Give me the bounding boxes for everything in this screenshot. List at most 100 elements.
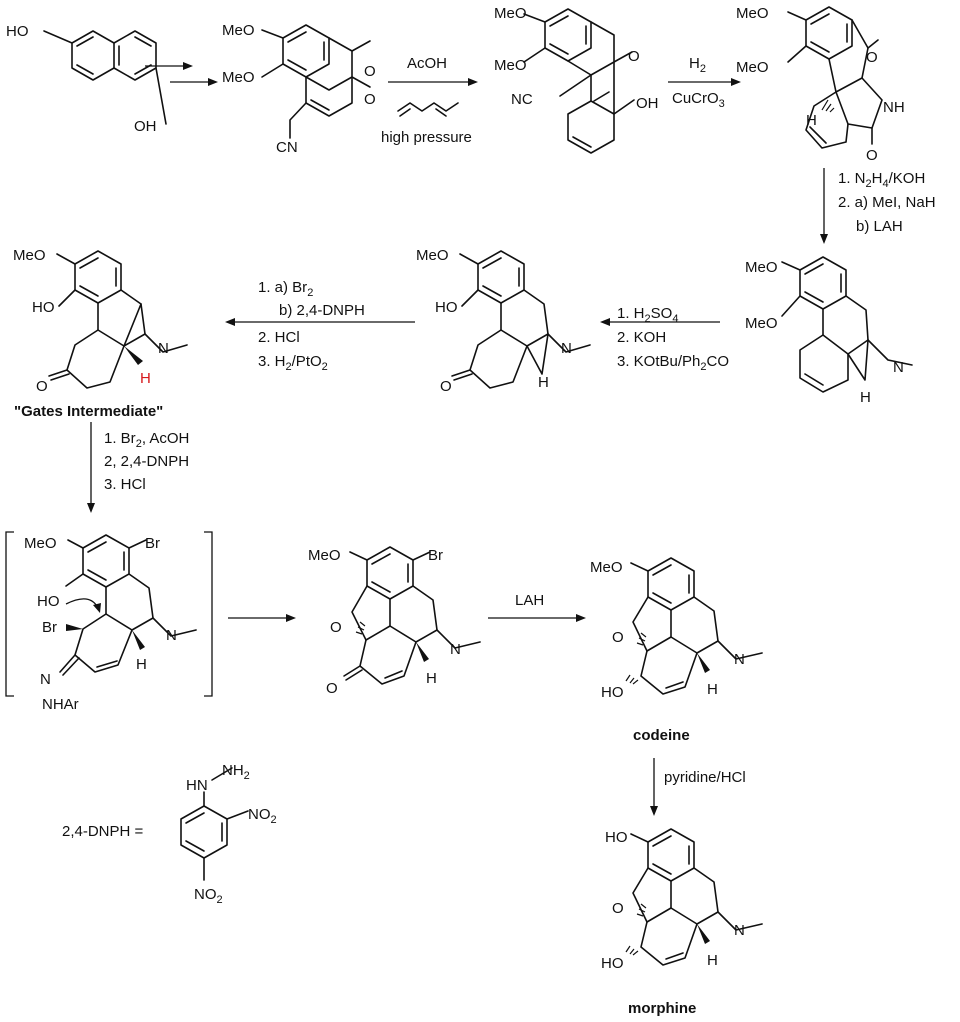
condition-hcl: 2. HCl (258, 329, 300, 346)
structure-orthoquinone: MeO MeO O O CN (222, 22, 376, 156)
text-meo: MeO (222, 22, 255, 39)
text-nh: NH (883, 99, 905, 116)
text-br: Br (145, 535, 160, 552)
text-ho: HO (435, 299, 458, 316)
condition-high-pressure: high pressure (381, 129, 472, 146)
text-ho: HO (601, 955, 624, 972)
text-n: N (734, 922, 745, 939)
condition-hcl: 3. HCl (104, 476, 146, 493)
text-n: N (561, 340, 572, 357)
text-meo: MeO (308, 547, 341, 564)
text-meo: MeO (736, 59, 769, 76)
structure-diels-alder-adduct: MeO MeO NC O OH (494, 5, 659, 154)
text-o: O (36, 378, 48, 395)
condition-br2-acoh: 1. Br2, AcOH (104, 430, 189, 450)
text-br: Br (428, 547, 443, 564)
curved-arrow (65, 598, 99, 609)
condition-dnph: 2, 2,4-DNPH (104, 453, 189, 470)
text-o: O (326, 680, 338, 697)
text-n: N (166, 627, 177, 644)
label-morphine: morphine (628, 1000, 696, 1017)
text-ho: HO (6, 23, 29, 40)
arrow-1 (145, 62, 218, 86)
condition-hydrazine: 1. N2H4/KOH (838, 170, 925, 190)
text-o: O (330, 619, 342, 636)
text-o: O (364, 63, 376, 80)
text-o: O (440, 378, 452, 395)
text-meo: MeO (745, 315, 778, 332)
text-cn: CN (276, 139, 298, 156)
structure-phenolic-ketone: MeO HO N O H (416, 247, 591, 395)
condition-lah: LAH (515, 592, 544, 609)
arrow-10: pyridine/HCl (650, 758, 746, 816)
label-gates-intermediate: "Gates Intermediate" (14, 403, 163, 420)
text-oh: OH (636, 95, 659, 112)
text-dnph-label: 2,4-DNPH = (62, 823, 144, 840)
text-n: N (158, 340, 169, 357)
text-n: N (40, 671, 51, 688)
butadiene-drawing (397, 102, 459, 112)
structure-gates-intermediate: MeO HO N O H "Gates Intermediate" (13, 247, 188, 420)
arrow-3: H2 CuCrO3 (668, 55, 741, 110)
text-hn: HN (186, 777, 208, 794)
text-h: H (806, 112, 817, 129)
arrow-9: LAH (488, 592, 586, 622)
structure-codeine: MeO O N HO H codeine (590, 557, 763, 744)
text-no2: NO2 (194, 886, 223, 906)
text-h: H (707, 952, 718, 969)
text-h: H (136, 656, 147, 673)
condition-cucro3: CuCrO3 (672, 90, 725, 110)
text-no2: NO2 (248, 806, 277, 826)
structure-dibromo-hydrazone: MeO Br HO Br N H N NHAr (24, 534, 197, 713)
text-o: O (866, 147, 878, 164)
text-ho: HO (605, 829, 628, 846)
text-o: O (364, 91, 376, 108)
condition-br2: 1. a) Br2 (258, 279, 313, 299)
arrow-2: AcOH high pressure (381, 55, 478, 146)
condition-pyridine-hcl: pyridine/HCl (664, 769, 746, 786)
structure-dihydroxynaphthalene: HO OH (6, 23, 167, 135)
condition-mei-nah: 2. a) MeI, NaH (838, 194, 936, 211)
text-meo: MeO (222, 69, 255, 86)
condition-h2-pto2: 3. H2/PtO2 (258, 353, 328, 373)
text-ho: HO (601, 684, 624, 701)
text-h: H (426, 670, 437, 687)
text-h: H (538, 374, 549, 391)
structure-morphine: HO O N HO H morphine (601, 828, 763, 1017)
structure-dnph: 2,4-DNPH = HN NH2 NO2 NO2 (62, 762, 277, 906)
text-meo: MeO (494, 5, 527, 22)
label-codeine: codeine (633, 727, 690, 744)
text-meo: MeO (736, 5, 769, 22)
text-ho: HO (32, 299, 55, 316)
text-meo: MeO (13, 247, 46, 264)
structure-imide: MeO MeO O NH H O (736, 5, 905, 164)
structure-morphinan-diene: MeO MeO N H (745, 256, 913, 406)
arrow-6: 1. a) Br2 b) 2,4-DNPH 2. HCl 3. H2/PtO2 (225, 279, 415, 373)
arrow-5: 1. H2SO4 2. KOH 3. KOtBu/Ph2CO (600, 305, 729, 373)
arrow-4: 1. N2H4/KOH 2. a) MeI, NaH b) LAH (820, 168, 936, 244)
arrow-8 (228, 614, 296, 622)
stereocenter-h-highlight: H (140, 370, 151, 387)
text-h: H (707, 681, 718, 698)
text-meo: MeO (745, 259, 778, 276)
text-nhar: NHAr (42, 696, 79, 713)
text-br: Br (42, 619, 57, 636)
text-o: O (612, 629, 624, 646)
text-n: N (893, 359, 904, 376)
arrow-7: 1. Br2, AcOH 2, 2,4-DNPH 3. HCl (87, 422, 189, 513)
text-o: O (628, 48, 640, 65)
condition-kotbu: 3. KOtBu/Ph2CO (617, 353, 729, 373)
bracket-right (204, 531, 213, 697)
text-ho: HO (37, 593, 60, 610)
text-h: H (860, 389, 871, 406)
condition-h2so4: 1. H2SO4 (617, 305, 678, 325)
condition-dnph: b) 2,4-DNPH (279, 302, 365, 319)
condition-koh: 2. KOH (617, 329, 666, 346)
text-n: N (450, 641, 461, 658)
structure-bromo-enone: MeO Br O N O H (308, 546, 481, 697)
text-o: O (866, 49, 878, 66)
text-meo: MeO (416, 247, 449, 264)
bracket-left (5, 531, 14, 697)
text-meo: MeO (24, 535, 57, 552)
